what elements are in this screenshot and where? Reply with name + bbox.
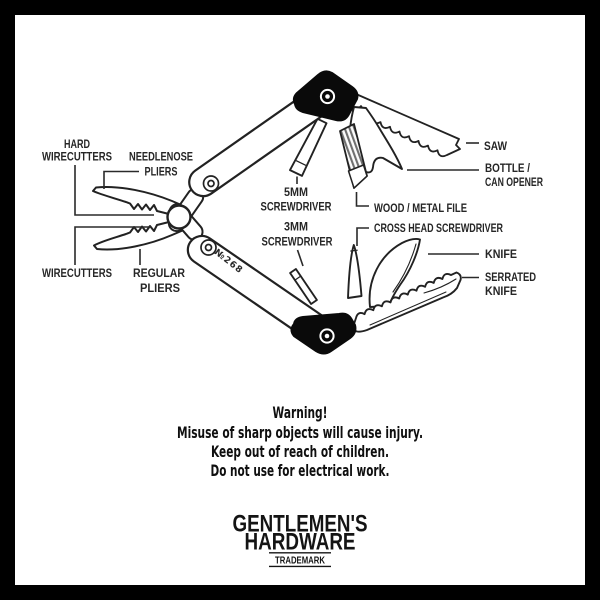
pivot-bolt: [166, 204, 192, 230]
label-hard-wirecutters-line1: HARD: [64, 137, 90, 151]
leader-cross-head-screwdriver: [356, 227, 369, 246]
warning-title: Warning!: [273, 403, 328, 422]
label-serrated-line1: SERRATED: [485, 270, 536, 284]
label-wood-metal-file: WOOD / METAL FILE: [374, 201, 467, 215]
screwdriver-5mm-blade-line: [295, 160, 307, 166]
warning-line-3: Do not use for electrical work.: [211, 461, 390, 480]
warning-line-1: Misuse of sharp objects will cause injur…: [177, 423, 423, 442]
lower-handle-rivet-inner: [204, 243, 213, 252]
label-needlenose-line1: NEEDLENOSE: [129, 150, 193, 164]
label-wirecutters: WIRECUTTERS: [42, 266, 112, 280]
label-bottle-line1: BOTTLE /: [485, 161, 531, 175]
knife-bevel-line: [392, 243, 417, 293]
label-hard-wirecutters-line2: WIRECUTTERS: [42, 150, 112, 164]
leader-needlenose-pliers: [103, 170, 139, 189]
multi-tool-illustration: №268: [92, 70, 462, 355]
warning-block: Warning! Misuse of sharp objects will ca…: [177, 403, 423, 480]
lower-grip-rivet-dot: [324, 333, 330, 339]
lower-handle-grip: [290, 312, 357, 355]
pliers-bottom-jaw: [93, 218, 187, 251]
trademark-label: TRADEMARK: [275, 556, 326, 567]
label-bottle-line2: CAN OPENER: [485, 175, 543, 189]
knife-blade: [368, 238, 421, 308]
serrated-knife-blade: [352, 271, 462, 333]
pliers-top-jaw: [92, 186, 187, 218]
leader-wood-metal-file: [355, 192, 369, 207]
screwdriver-3mm-blade-line: [294, 275, 302, 281]
leader-wirecutters: [74, 226, 151, 265]
label-cross-head-screwdriver: CROSS HEAD SCREWDRIVER: [374, 221, 503, 235]
label-regular-line1: REGULAR: [133, 266, 185, 280]
label-3mm-line1: 3MM: [284, 220, 308, 234]
upper-handle-rivet-inner: [207, 179, 215, 188]
brand-name-line-1: GENTLEMEN'S: [233, 511, 368, 538]
lower-grip-rivet-ring: [319, 328, 335, 344]
wood-metal-file-tip: [347, 164, 368, 189]
cross-head-screwdriver: [347, 244, 363, 299]
label-3mm-line2: SCREWDRIVER: [262, 235, 333, 249]
upper-grip-rivet-ring: [319, 88, 336, 105]
screwdriver-3mm: [289, 268, 318, 305]
label-5mm-line1: 5MM: [284, 185, 308, 199]
brand-logo: GENTLEMEN'S HARDWARE TRADEMARK: [233, 511, 368, 568]
warning-line-2: Keep out of reach of children.: [211, 442, 389, 461]
part-labels: HARD WIRECUTTERS NEEDLENOSE PLIERS WIREC…: [42, 137, 543, 298]
leader-hard-wirecutters: [74, 165, 154, 216]
brand-name-line-2: HARDWARE: [245, 529, 356, 556]
serrated-knife-spine-line: [369, 291, 447, 326]
label-serrated-line2: KNIFE: [485, 284, 517, 298]
label-regular-line2: PLIERS: [140, 281, 180, 295]
upper-grip-rivet-dot: [325, 94, 330, 99]
leader-lines: [74, 142, 479, 279]
label-needlenose-line2: PLIERS: [145, 165, 178, 179]
label-knife: KNIFE: [485, 247, 517, 261]
serrated-knife-bevel-line: [423, 278, 457, 294]
label-saw: SAW: [484, 139, 508, 153]
cross-head-tip-line: [350, 249, 358, 252]
label-5mm-line2: SCREWDRIVER: [261, 200, 332, 214]
leader-3mm-screwdriver: [296, 249, 304, 267]
